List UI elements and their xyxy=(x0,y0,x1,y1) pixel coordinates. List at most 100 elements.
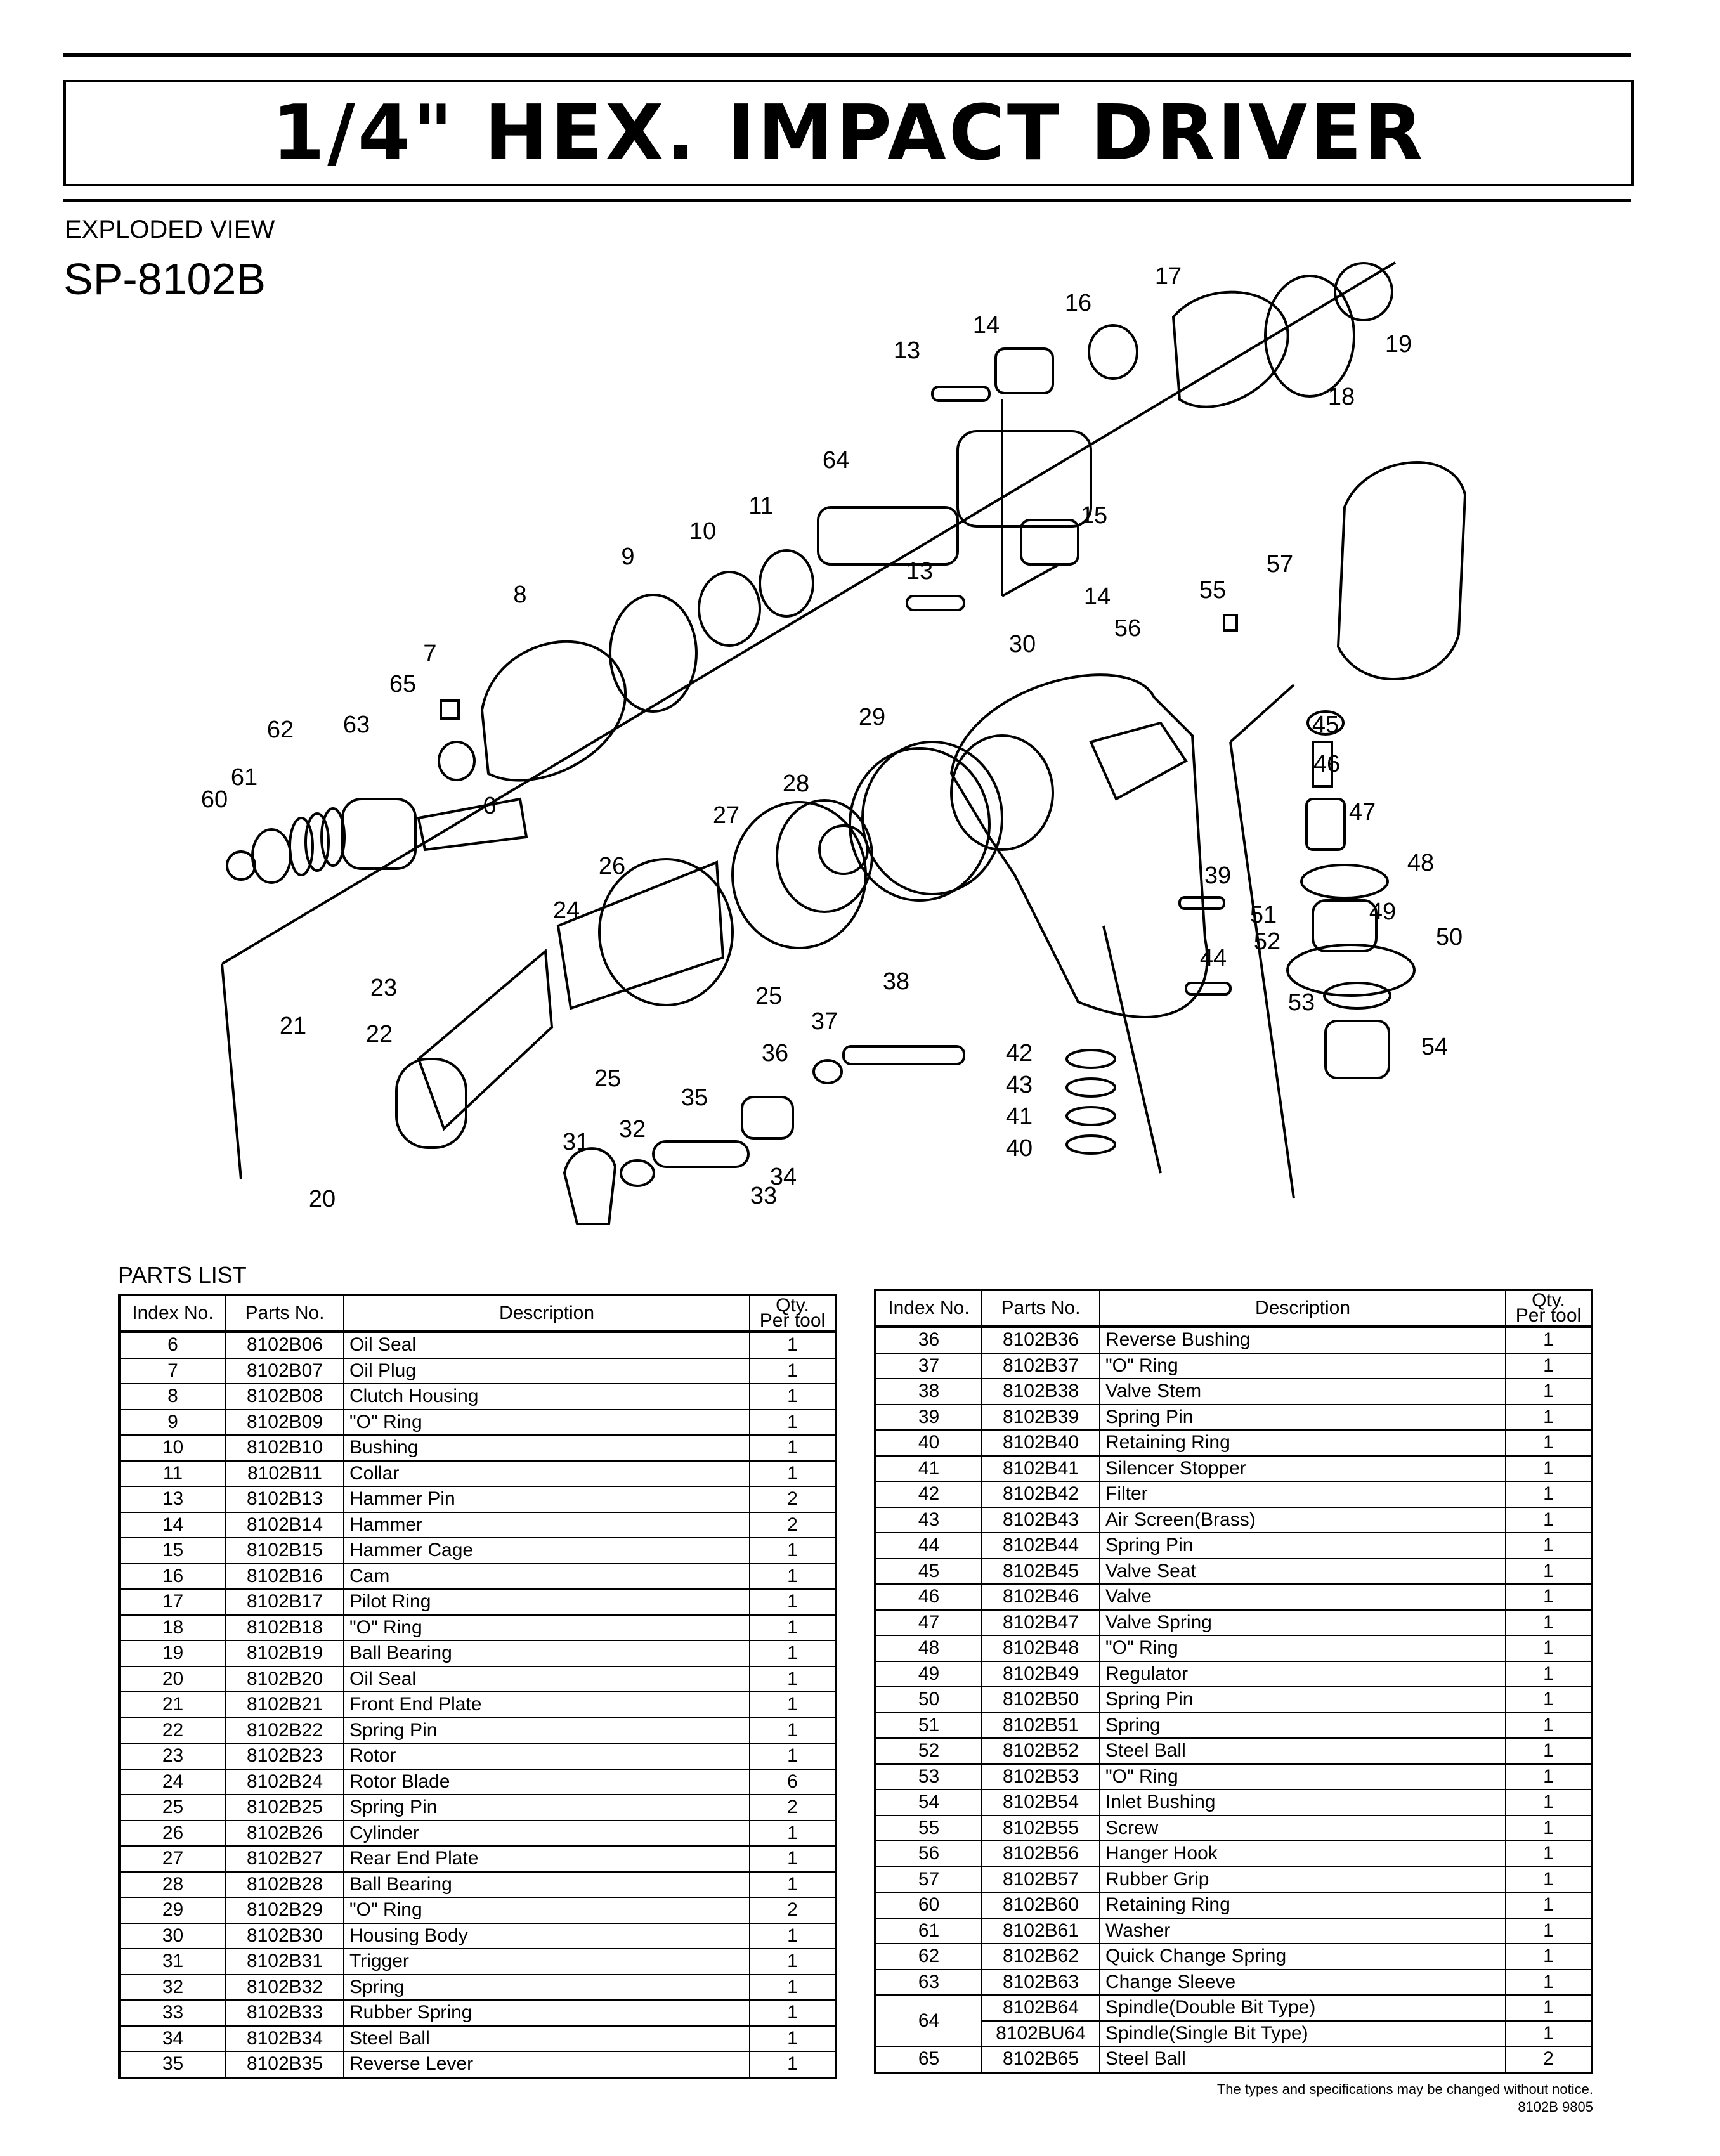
parts-no-cell: 8102B32 xyxy=(225,1973,344,2001)
header-description: Description xyxy=(343,1294,750,1333)
parts-table-left: Index No. Parts No. Description Qty.Per … xyxy=(118,1294,837,2079)
index-cell: 26 xyxy=(119,1819,226,1847)
parts-no-cell: 8102B37 xyxy=(981,1352,1100,1379)
callout-label: 10 xyxy=(689,518,716,545)
index-cell: 7 xyxy=(119,1357,226,1384)
parts-no-cell: 8102B65 xyxy=(981,2046,1100,2074)
callout-label: 46 xyxy=(1313,751,1340,777)
callout-label: 25 xyxy=(594,1065,621,1092)
parts-no-cell: 8102B06 xyxy=(225,1331,344,1359)
description-cell: Spindle(Single Bit Type) xyxy=(1099,2020,1506,2047)
header-parts-no: Parts No. xyxy=(981,1289,1100,1328)
parts-no-cell: 8102B07 xyxy=(225,1357,344,1384)
qty-cell: 1 xyxy=(749,1460,837,1487)
index-cell: 54 xyxy=(875,1789,982,1816)
table-header: Index No. Parts No. Description Qty.Per … xyxy=(119,1294,837,1333)
parts-no-cell: 8102B42 xyxy=(981,1481,1100,1508)
qty-cell: 6 xyxy=(749,1768,837,1795)
description-cell: Spring Pin xyxy=(343,1794,750,1821)
parts-no-cell: 8102B41 xyxy=(981,1455,1100,1482)
parts-no-cell: 8102B25 xyxy=(225,1794,344,1821)
parts-no-cell: 8102B52 xyxy=(981,1737,1100,1765)
description-cell: Retaining Ring xyxy=(1099,1429,1506,1457)
index-cell: 10 xyxy=(119,1434,226,1462)
description-cell: Air Screen(Brass) xyxy=(1099,1506,1506,1533)
callout-label: 24 xyxy=(553,897,580,924)
qty-cell: 1 xyxy=(1505,1686,1593,1713)
description-cell: Collar xyxy=(343,1460,750,1487)
qty-cell: 2 xyxy=(1505,2046,1593,2074)
index-cell: 25 xyxy=(119,1794,226,1821)
index-cell: 13 xyxy=(119,1486,226,1513)
index-cell: 44 xyxy=(875,1532,982,1559)
description-cell: Spindle(Double Bit Type) xyxy=(1099,1994,1506,2022)
exploded-view-diagram: 1314161719186415111013149857555630765456… xyxy=(201,261,1467,1225)
description-cell: Hammer Pin xyxy=(343,1486,750,1513)
callout-label: 7 xyxy=(423,640,436,667)
parts-no-cell: 8102B39 xyxy=(981,1403,1100,1431)
index-cell: 9 xyxy=(119,1408,226,1436)
description-cell: Oil Seal xyxy=(343,1331,750,1359)
index-cell: 8 xyxy=(119,1383,226,1410)
table-header: Index No. Parts No. Description Qty.Per … xyxy=(875,1289,1593,1328)
description-cell: Spring Pin xyxy=(1099,1532,1506,1559)
index-cell: 19 xyxy=(119,1640,226,1667)
callout-label: 47 xyxy=(1349,799,1376,826)
callout-label: 49 xyxy=(1369,899,1396,925)
index-cell: 16 xyxy=(119,1562,226,1590)
description-cell: Trigger xyxy=(343,1948,750,1975)
qty-cell: 1 xyxy=(1505,1840,1593,1867)
index-cell: 29 xyxy=(119,1897,226,1924)
callout-label: 31 xyxy=(563,1129,589,1155)
description-cell: Reverse Lever xyxy=(343,2051,750,2079)
top-rule xyxy=(63,53,1631,57)
qty-cell: 1 xyxy=(749,1408,837,1436)
qty-cell: 1 xyxy=(749,2025,837,2052)
qty-cell: 1 xyxy=(1505,1583,1593,1611)
callout-label: 26 xyxy=(599,853,625,880)
qty-cell: 1 xyxy=(1505,1737,1593,1765)
parts-no-cell: 8102B49 xyxy=(981,1660,1100,1687)
header-qty: Qty.Per tool xyxy=(749,1294,837,1333)
qty-cell: 1 xyxy=(749,1948,837,1975)
index-cell: 21 xyxy=(119,1691,226,1718)
index-cell: 52 xyxy=(875,1737,982,1765)
index-cell: 11 xyxy=(119,1460,226,1487)
description-cell: Steel Ball xyxy=(1099,2046,1506,2074)
parts-no-cell: 8102B31 xyxy=(225,1948,344,1975)
index-cell: 27 xyxy=(119,1845,226,1873)
description-cell: Housing Body xyxy=(343,1922,750,1949)
qty-cell: 1 xyxy=(749,1383,837,1410)
parts-no-cell: 8102BU64 xyxy=(981,2020,1100,2047)
description-cell: Hanger Hook xyxy=(1099,1840,1506,1867)
qty-cell: 2 xyxy=(749,1511,837,1538)
callout-label: 33 xyxy=(750,1183,777,1209)
qty-cell: 1 xyxy=(1505,1635,1593,1662)
parts-no-cell: 8102B46 xyxy=(981,1583,1100,1611)
footer-code: 8102B 9805 xyxy=(1518,2099,1593,2115)
callout-label: 30 xyxy=(1009,631,1036,658)
callout-label: 20 xyxy=(309,1186,336,1212)
qty-cell: 1 xyxy=(1505,1481,1593,1508)
description-cell: Quick Change Spring xyxy=(1099,1943,1506,1970)
section-label: EXPLODED VIEW xyxy=(65,216,275,244)
qty-cell: 1 xyxy=(1505,1532,1593,1559)
parts-no-cell: 8102B44 xyxy=(981,1532,1100,1559)
